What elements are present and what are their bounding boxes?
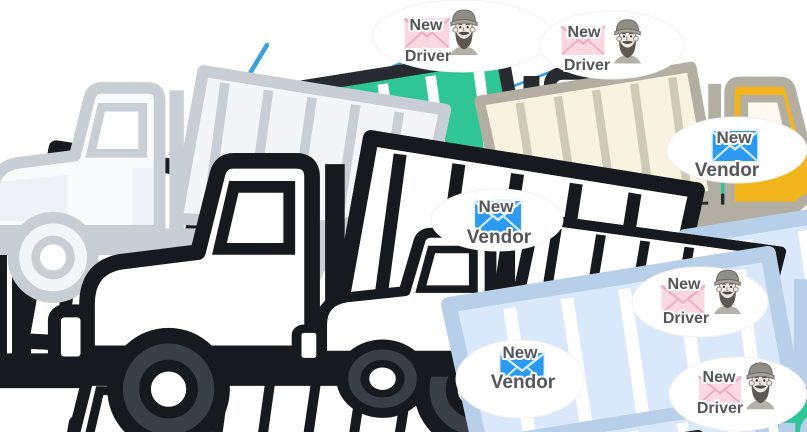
badge-line1: New	[503, 343, 539, 362]
new-driver-badge: New Driver	[0, 0, 807, 299]
badge-line1: New	[568, 24, 601, 41]
new-vendor-badge: New Vendor	[430, 188, 807, 432]
new-driver-badge: New Driver	[668, 356, 807, 432]
badge-line2: Vendor	[491, 372, 556, 393]
badge-line2: Driver	[405, 48, 451, 65]
badge-line1: New	[717, 128, 753, 147]
badge-line2: Driver	[564, 57, 610, 74]
badge-line2: Vendor	[467, 227, 532, 248]
new-driver-badge: New Driver	[631, 266, 769, 338]
badge-line1: New	[703, 369, 736, 386]
new-driver-badge: New Driver	[539, 10, 685, 80]
new-vendor-badge: New Vendor	[666, 116, 807, 432]
new-vendor-badge: New Vendor	[455, 339, 807, 432]
badge-line2: Driver	[663, 310, 709, 327]
badge-line1: New	[668, 276, 701, 293]
badge-line2: Driver	[697, 400, 743, 417]
badge-line1: New	[479, 197, 515, 216]
badge-line2: Vendor	[695, 160, 760, 181]
badge-line1: New	[410, 17, 443, 34]
